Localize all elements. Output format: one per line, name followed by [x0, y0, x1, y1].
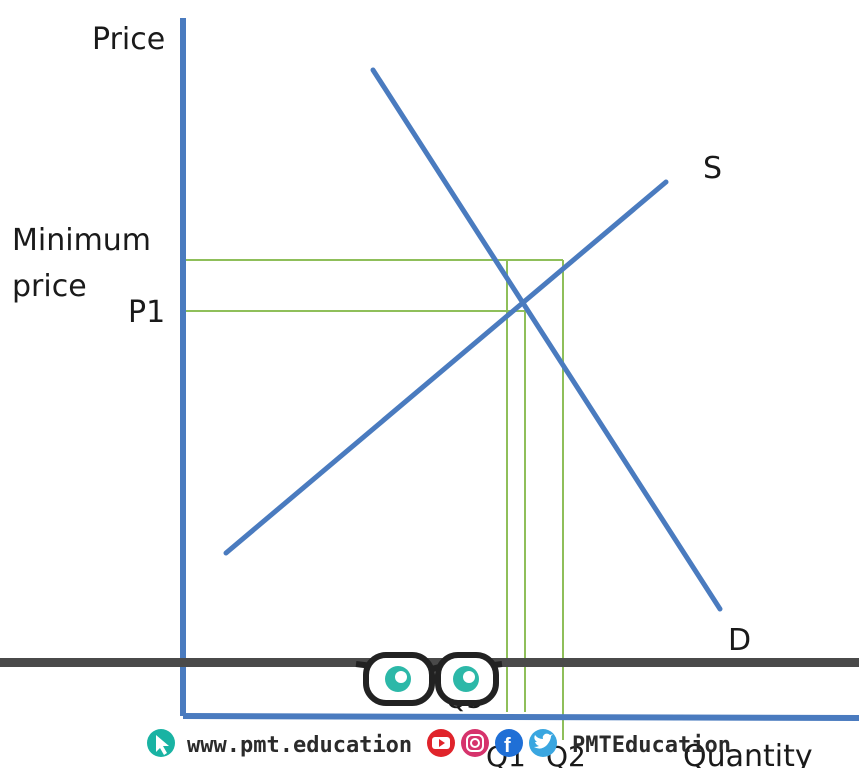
guide-lines: [183, 259, 564, 740]
website-link[interactable]: www.pmt.education: [147, 729, 412, 758]
social-icons: f PMTEducation: [427, 729, 731, 758]
youtube-icon[interactable]: [427, 729, 455, 757]
svg-text:f: f: [504, 735, 511, 757]
demand-curve: [370, 67, 723, 612]
facebook-icon[interactable]: f: [495, 729, 523, 757]
social-handle-text[interactable]: PMTEducation: [572, 733, 731, 758]
minimum-price-label-line1: Minimum: [12, 223, 151, 258]
supply-curve: [223, 179, 669, 556]
y-axis-label: Price: [92, 22, 165, 57]
instagram-icon[interactable]: [461, 729, 489, 757]
glasses-mascot-icon: [355, 652, 503, 706]
demand-label: D: [728, 623, 751, 658]
minimum-price-label-line2: price: [12, 269, 87, 304]
website-text[interactable]: www.pmt.education: [187, 733, 412, 758]
twitter-icon[interactable]: [529, 729, 557, 757]
p1-label: P1: [128, 295, 165, 330]
supply-label: S: [703, 151, 722, 186]
x-axis-label: Quantity: [683, 739, 813, 768]
x-axis: [182, 713, 859, 721]
